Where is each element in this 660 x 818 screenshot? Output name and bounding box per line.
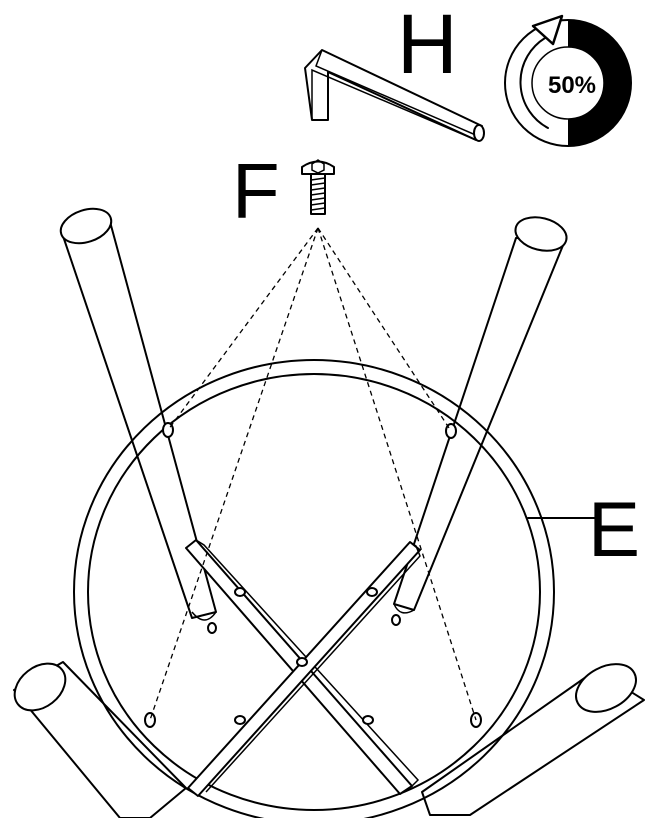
ring-label: E bbox=[588, 485, 640, 573]
brace-holes bbox=[208, 588, 400, 724]
front-leg-left bbox=[6, 654, 186, 818]
bolt-icon bbox=[302, 160, 334, 214]
back-leg-right bbox=[394, 212, 570, 613]
front-leg-right bbox=[422, 654, 644, 815]
assembly-guide-lines bbox=[150, 228, 476, 720]
progress-indicator: 50% bbox=[505, 16, 631, 146]
back-leg-left bbox=[56, 203, 216, 620]
hex-key-label: H bbox=[397, 0, 458, 91]
bolt-label: F bbox=[232, 147, 280, 235]
progress-percent: 50% bbox=[548, 72, 596, 99]
